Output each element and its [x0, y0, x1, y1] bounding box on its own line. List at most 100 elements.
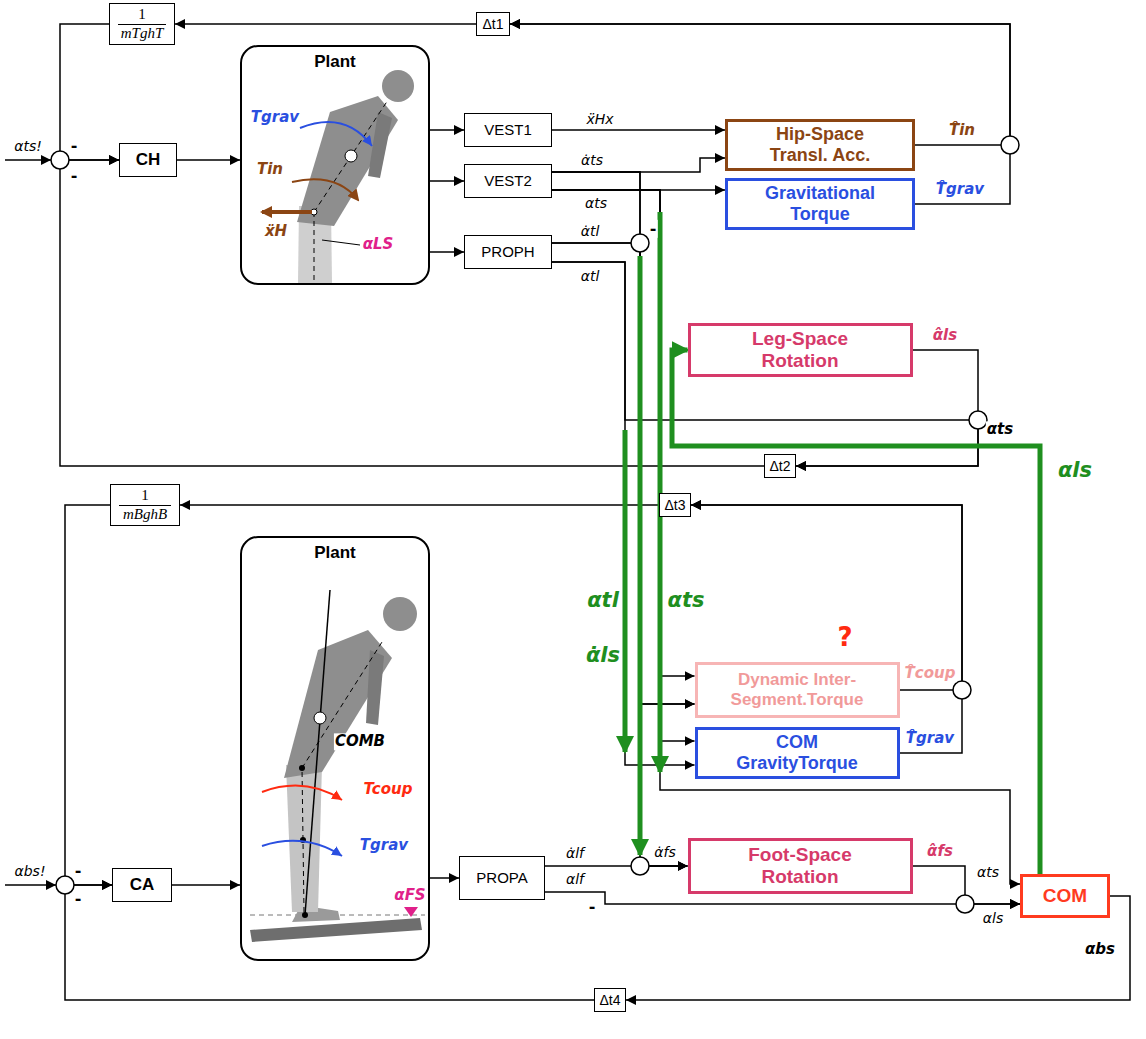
box-text: COM [1029, 885, 1101, 907]
trunk-figure [292, 179, 358, 200]
signal-label: αts [986, 421, 1014, 438]
sensor-box: VEST1 [464, 113, 552, 147]
delay-box: Δt3 [659, 493, 691, 517]
trunk-figure [262, 70, 414, 283]
box-text: 1 [118, 6, 166, 24]
signal-line [65, 885, 594, 1000]
estimate-label: T̂in [948, 122, 976, 139]
body-figure [366, 650, 384, 725]
body-figure [262, 841, 342, 856]
trunk-figure [262, 210, 312, 214]
signal-line [552, 129, 725, 131]
sensor-box: PROPH [464, 235, 552, 269]
trunk-figure [382, 70, 414, 102]
signal-label: α̇tl [580, 223, 601, 239]
minus-sign: - [70, 137, 79, 155]
signal-label: α̇fs [653, 844, 676, 860]
summing-junction [969, 411, 987, 429]
box-text: Dynamic Inter- Segment.Torque [728, 670, 867, 709]
box-text: VEST2 [471, 172, 545, 189]
body-figure [299, 765, 305, 771]
body-figure [262, 786, 342, 800]
delay-box: Δt4 [594, 988, 626, 1012]
box-text: Δt1 [480, 16, 506, 32]
minus-sign: - [74, 862, 83, 880]
controller-box: CH [119, 143, 177, 177]
summing-junction [631, 857, 649, 875]
highlight-arrow [638, 256, 643, 855]
estimate-label: T̂coup [904, 665, 957, 682]
signal-label: αts [976, 864, 1000, 880]
sensor-box: PROPA [459, 856, 545, 900]
signal-label: αbs! [13, 863, 46, 879]
angle-label: αFS [393, 887, 426, 904]
estimator-box: Foot-Space Rotation [688, 838, 913, 894]
highlight-label: αls [1057, 458, 1093, 482]
signal-line [175, 23, 476, 25]
signal-line [552, 262, 978, 466]
gain-box: 1mTghT [109, 3, 175, 45]
signal-label: ẍHx [585, 111, 614, 127]
box-text: Plant [248, 543, 422, 563]
input-arrow [5, 884, 56, 886]
box-text: Hip-Space Transl. Acc. [753, 124, 887, 165]
trunk-figure [314, 212, 315, 283]
signal-label: α̇ts [580, 152, 604, 168]
body-figure [302, 912, 308, 918]
estimator-box: COM GravityTorque [695, 727, 900, 778]
minus-sign: - [649, 220, 658, 238]
body-figure [383, 597, 417, 631]
delay-box: Δt1 [476, 12, 510, 36]
estimator-box: Hip-Space Transl. Acc. [725, 119, 915, 170]
angle-label: αLS [362, 236, 395, 253]
signal-line [552, 262, 695, 765]
highlight-arrow [658, 212, 663, 772]
highlight-label: αts [667, 588, 706, 612]
box-text: Leg-Space Rotation [731, 328, 870, 372]
signal-line [691, 505, 962, 753]
box-text: CH [126, 150, 170, 170]
acceleration-label: ẍH [264, 223, 288, 240]
minus-sign: - [74, 890, 83, 908]
signal-line [177, 159, 240, 161]
signal-label: α̇lf [565, 845, 585, 861]
signal-line [180, 504, 659, 506]
feedback-highlight [672, 350, 1040, 874]
signal-line [65, 505, 112, 885]
box-text: Foot-Space Rotation [731, 844, 870, 888]
signal-line [430, 129, 464, 131]
body-figure [250, 918, 422, 942]
controller-box: CA [112, 868, 172, 902]
signal-line [510, 24, 1010, 204]
signal-label: αbs [1084, 941, 1116, 958]
box-text: Δt2 [768, 458, 792, 474]
minus-sign: - [588, 898, 597, 916]
signal-line [430, 180, 464, 182]
body-figure [284, 630, 392, 778]
body-figure [404, 907, 418, 917]
box-text: 1 [119, 487, 171, 505]
input-arrow [5, 159, 51, 161]
box-text: COM GravityTorque [723, 732, 872, 773]
gain-box: 1mBghB [110, 484, 180, 526]
box-text: Δt4 [598, 992, 622, 1008]
summing-junction [1001, 136, 1019, 154]
input-arrow [5, 160, 56, 885]
estimate-label: α̂ls [932, 327, 958, 344]
sensor-box: VEST2 [464, 164, 552, 198]
box-text: VEST1 [471, 121, 545, 138]
trunk-figure [297, 96, 398, 226]
signal-label: αlf [565, 871, 585, 887]
summing-junction [51, 151, 69, 169]
estimator-box: Dynamic Inter- Segment.Torque [695, 662, 900, 718]
question-mark: ? [836, 623, 853, 653]
signal-line [172, 884, 240, 886]
body-figure [305, 590, 330, 915]
signal-label: αts [584, 195, 608, 211]
box-text: CA [119, 875, 165, 895]
minus-sign: - [70, 167, 79, 185]
torque-label: Tgrav [250, 109, 300, 126]
estimator-box: COM [1020, 874, 1110, 918]
trunk-figure [345, 150, 357, 162]
signal-label: αls [982, 910, 1004, 926]
